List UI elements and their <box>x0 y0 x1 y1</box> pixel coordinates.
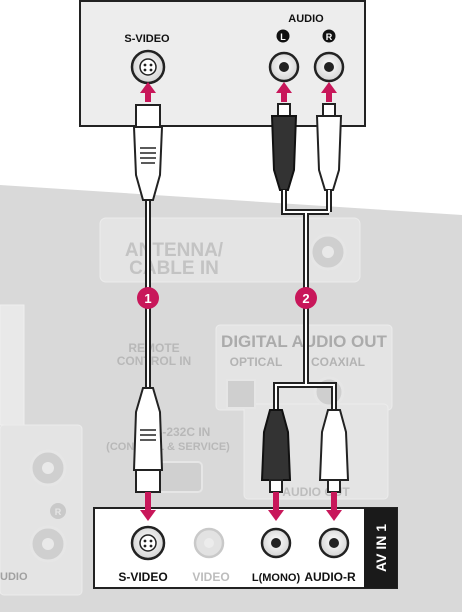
side-r-badge <box>50 503 66 519</box>
arrow-up-svideo <box>140 82 156 102</box>
arrow-down-audio-l-shaft <box>273 492 279 511</box>
coaxial-label: COAXIAL <box>311 355 365 369</box>
arrow-up-audio-l <box>276 82 292 102</box>
av-in-panel: AV IN 1 S-VIDEO VIDEO L(MONO) AUDIO-R <box>93 507 398 589</box>
remote-label-line1: REMOTE <box>128 341 179 355</box>
optical-port <box>226 379 256 409</box>
arrow-down-svideo-head <box>140 510 156 521</box>
rs232c-label-line1: RS-232C IN <box>146 425 211 439</box>
arrow-down-audio-l-head <box>268 510 284 521</box>
optical-label: OPTICAL <box>230 355 283 369</box>
arrows-up <box>140 82 337 102</box>
arrows-down <box>140 492 342 521</box>
av-in-title: AV IN 1 <box>373 524 389 572</box>
rs232c-port <box>157 461 203 493</box>
right-badge <box>322 29 336 43</box>
left-badge <box>276 29 290 43</box>
device-audio-label: AUDIO <box>288 13 324 25</box>
av-video-label: VIDEO <box>192 570 229 584</box>
left-badge-text: L <box>280 32 286 42</box>
av-audio-r-label: AUDIO-R <box>304 570 356 584</box>
av-svideo-label: S-VIDEO <box>118 570 167 584</box>
step-1-text: 1 <box>144 291 151 306</box>
remote-label-line2: CONTROL IN <box>117 354 191 368</box>
arrow-down-svideo-shaft <box>145 492 151 511</box>
av-lmono-label: L(MONO) <box>252 572 301 584</box>
step-2-text: 2 <box>302 291 309 306</box>
right-badge-text: R <box>326 32 333 42</box>
tv-back-panel: R ANTENNA/ CABLE IN REMOTE CONTROL IN DI… <box>0 185 462 612</box>
side-r-badge-text: R <box>55 507 62 517</box>
device-svideo-label: S-VIDEO <box>124 33 170 45</box>
av-in-title-bar <box>364 508 397 588</box>
arrow-up-audio-r <box>321 82 337 102</box>
rs232c-label-line2: (CONTROL & SERVICE) <box>106 441 230 453</box>
arrow-down-audio-r-head <box>326 510 342 521</box>
external-device: S-VIDEO AUDIO L R <box>79 0 366 127</box>
step-badge-1: 1 <box>137 287 159 309</box>
step-badge-2: 2 <box>295 287 317 309</box>
side-audio-label: UDIO <box>0 571 28 583</box>
arrow-down-audio-r-shaft <box>331 492 337 511</box>
antenna-label-line2: CABLE IN <box>129 258 219 279</box>
